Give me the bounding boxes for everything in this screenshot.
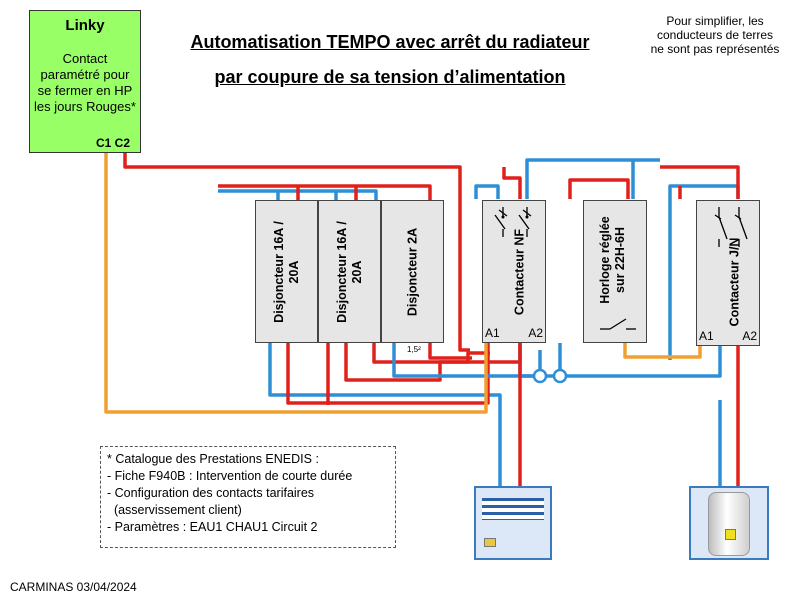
disjoncteur-3-label: Disjoncteur 2A — [405, 227, 419, 316]
disjoncteur-2-label: Disjoncteur 16A / 20A — [334, 220, 364, 323]
catalog-line: - Configuration des contacts tarifaires — [107, 486, 315, 500]
footer-author-date: CARMINAS 03/04/2024 — [10, 580, 137, 594]
nf-contact-symbol — [494, 207, 532, 237]
wire-nf-to-jn — [525, 158, 660, 199]
nf-terminal-a2: A2 — [528, 326, 543, 340]
disjoncteur-1: Disjoncteur 16A / 20A — [255, 200, 318, 343]
junction-node-1 — [532, 368, 548, 384]
catalog-note-box: * Catalogue des Prestations ENEDIS : - F… — [100, 446, 396, 548]
linky-meter-box: Linky Contact paramétré pour se fermer e… — [29, 10, 141, 153]
disjoncteur-3: Disjoncteur 2A — [381, 200, 444, 343]
earth-note: Pour simplifier, les conducteurs de terr… — [650, 14, 780, 56]
jn-contact-symbol — [714, 207, 748, 247]
catalog-line: - Fiche F940B : Intervention de courte d… — [107, 469, 353, 483]
contacteur-jn-label: Contacteur J/N — [727, 237, 742, 327]
horloge: Horloge réglée sur 22H-6H — [583, 200, 647, 343]
linky-terminals: C1 C2 — [95, 136, 130, 150]
supply-bus-red — [218, 184, 432, 200]
catalog-line: (asservissement client) — [107, 503, 242, 517]
wire-section-label: 1,5² — [407, 345, 421, 354]
wire-neutral-junction — [518, 343, 722, 378]
wire-disj1-bottom — [268, 343, 502, 486]
contacteur-nf: Contacteur NF A1 A2 — [482, 200, 546, 343]
catalog-line: * Catalogue des Prestations ENEDIS : — [107, 452, 319, 466]
catalog-line: - Paramètres : EAU1 CHAU1 Circuit 2 — [107, 520, 318, 534]
horloge-label: Horloge réglée sur 22H-6H — [597, 216, 627, 304]
wire-horloge-to-jn — [623, 343, 702, 359]
disjoncteur-1-label: Disjoncteur 16A / 20A — [271, 220, 301, 323]
water-heater-icon — [689, 486, 769, 560]
disjoncteur-2: Disjoncteur 16A / 20A — [318, 200, 381, 343]
linky-description: Contact paramétré pour se fermer en HP l… — [34, 51, 136, 114]
wire-linky-c2 — [123, 153, 470, 352]
jn-terminal-a1: A1 — [699, 329, 714, 343]
wire-linky-c1 — [104, 153, 488, 414]
junction-node-2 — [552, 368, 568, 384]
nf-terminal-a1: A1 — [485, 326, 500, 340]
jn-terminal-a2: A2 — [742, 329, 757, 343]
horloge-switch-symbol — [600, 318, 636, 330]
title-line-2: par coupure de sa tension d’alimentation — [214, 67, 566, 87]
title-line-1: Automatisation TEMPO avec arrêt du radia… — [190, 32, 590, 52]
contacteur-nf-label: Contacteur NF — [512, 228, 527, 315]
linky-title: Linky — [65, 17, 105, 34]
contacteur-jn: Contacteur J/N A1 A2 — [696, 200, 760, 346]
radiator-icon — [474, 486, 552, 560]
supply-bus-blue — [218, 189, 378, 200]
